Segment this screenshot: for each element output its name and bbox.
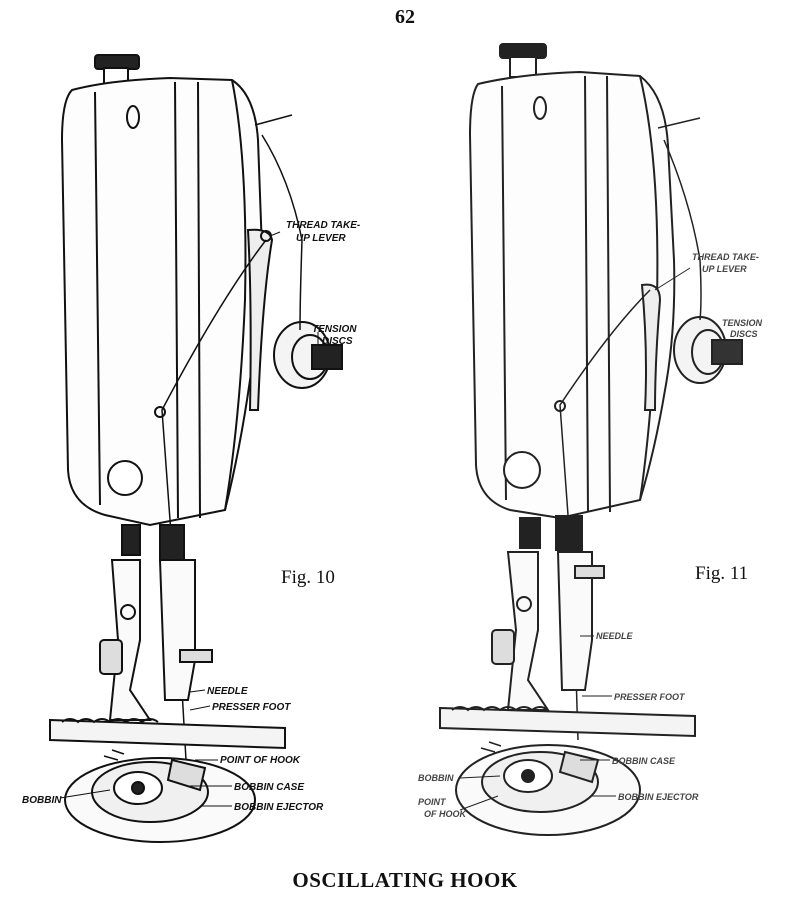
fig11-label-take-up-lever-1: THREAD TAKE- [692, 252, 759, 262]
fig11-label-tension-discs-1: TENSION [722, 318, 763, 328]
fig10-label-take-up-lever-2: UP LEVER [296, 233, 346, 244]
figure-caption: OSCILLATING HOOK [292, 868, 518, 892]
fig10-throat-plate [49, 718, 286, 750]
fig11-label-bobbin-ejector: BOBBIN EJECTOR [618, 792, 699, 802]
fig10-label-take-up-lever-1: THREAD TAKE- [286, 220, 361, 231]
fig11-label-bobbin: BOBBIN [418, 773, 454, 783]
fig11-label-needle: NEEDLE [596, 631, 634, 641]
fig11-label-tension-discs-2: DISCS [730, 329, 758, 339]
fig10-face-screw [107, 460, 143, 496]
fig10-label-point-of-hook: POINT OF HOOK [220, 755, 301, 766]
fig11-take-up-lever [640, 283, 662, 411]
fig11-label-take-up-lever-2: UP LEVER [702, 264, 747, 274]
fig10-top-knob [94, 54, 140, 70]
fig10-tension-discs [273, 321, 343, 389]
fig11-machine-head [468, 70, 676, 520]
fig11-face-screw [503, 451, 541, 489]
fig10-label-tension-discs-1: TENSION [312, 324, 357, 335]
page-number: 62 [395, 6, 415, 28]
fig11-label-point-of-hook-2: OF HOOK [424, 809, 467, 819]
fig10-label-bobbin: BOBBIN [22, 795, 62, 806]
fig11-top-knob [499, 43, 547, 59]
fig11-throat-plate [439, 706, 696, 738]
fig11-label-point-of-hook-1: POINT [418, 797, 447, 807]
fig11-label-presser-foot: PRESSER FOOT [614, 692, 686, 702]
fig11-label: Fig. 11 [695, 563, 749, 584]
fig10-label-presser-foot: PRESSER FOOT [212, 702, 291, 713]
fig11-tension-discs [673, 316, 743, 384]
fig10-label-bobbin-case: BOBBIN CASE [234, 782, 304, 793]
fig10-take-up-lever [246, 228, 274, 411]
fig10-label-bobbin-ejector: BOBBIN EJECTOR [234, 802, 324, 813]
fig10-label-needle: NEEDLE [207, 686, 248, 697]
fig10-label: Fig. 10 [281, 567, 335, 588]
fig10-label-tension-discs-2: DISCS [322, 336, 353, 347]
fig11-label-bobbin-case: BOBBIN CASE [612, 756, 676, 766]
